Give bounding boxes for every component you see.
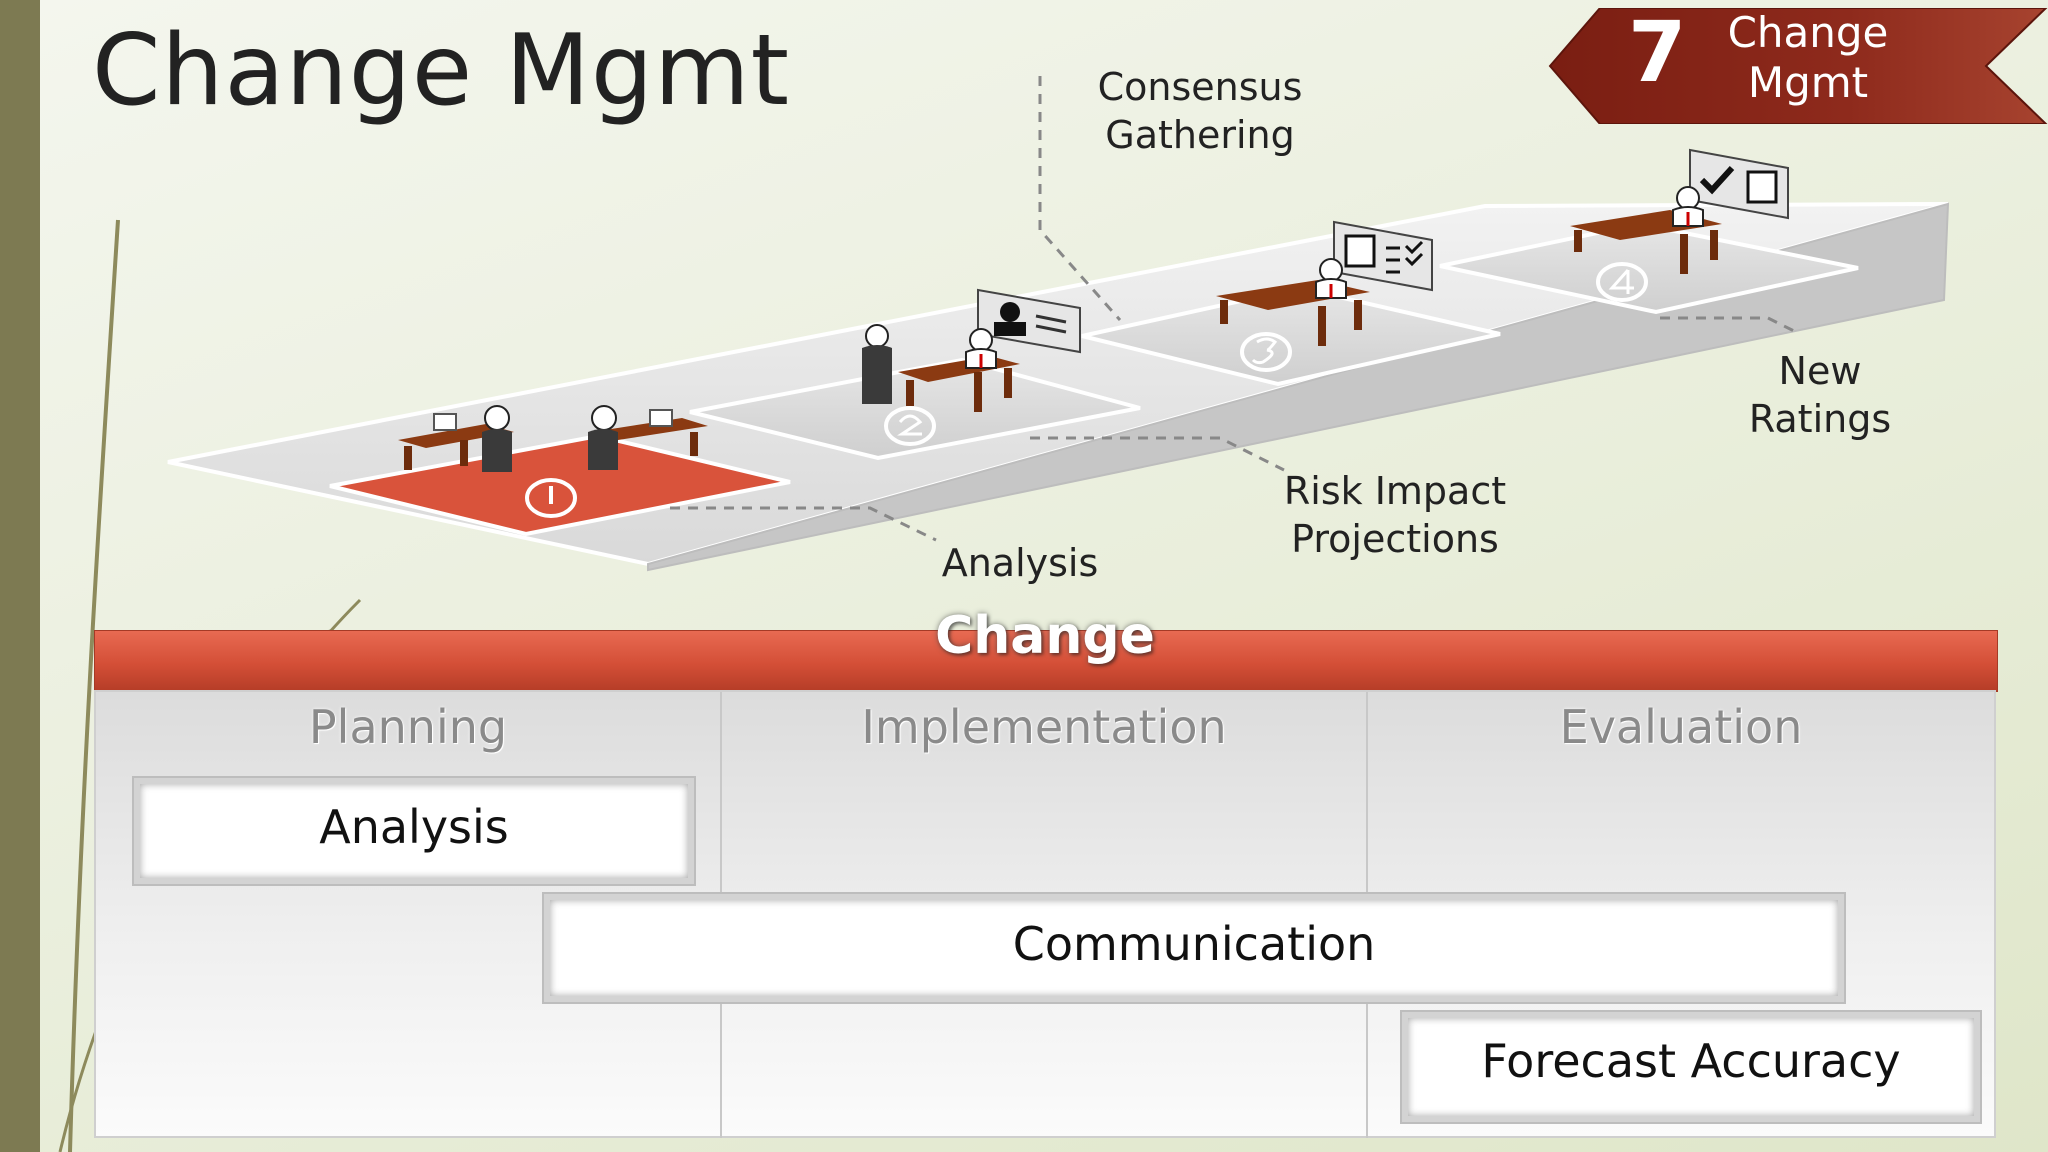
stage-4-meeting (1570, 148, 1789, 274)
column-header-planning: Planning (308, 700, 508, 754)
section-badge: 7 Change Mgmt (1548, 8, 2048, 124)
task-analysis: Analysis (132, 776, 696, 886)
callout-risk-impact: Risk Impact Projections (1283, 469, 1507, 561)
stage-4-marker (1596, 262, 1648, 302)
task-communication: Communication (542, 892, 1846, 1004)
callout-leader-lines (670, 76, 1801, 542)
stage-4-tile (1439, 221, 1859, 315)
stage-3-meeting (1216, 220, 1433, 346)
badge-label: Change Mgmt (1727, 8, 1889, 108)
left-accent-strip (0, 0, 40, 1152)
callout-consensus-gathering: Consensus Gathering (1097, 65, 1303, 157)
callout-new-ratings: New Ratings (1748, 349, 1892, 441)
callout-analysis: Analysis (941, 541, 1099, 585)
stage-2-marker (884, 406, 936, 446)
task-forecast-accuracy: Forecast Accuracy (1400, 1010, 1982, 1124)
page-title: Change Mgmt (92, 14, 791, 128)
badge-number: 7 (1628, 3, 1687, 101)
column-header-implementation: Implementation (861, 700, 1227, 754)
column-header-evaluation: Evaluation (1559, 700, 1803, 754)
stage-2-meeting (862, 288, 1081, 412)
stage-3-marker (1240, 332, 1292, 372)
stage-1-meeting (398, 405, 708, 472)
change-header-title: Change (935, 606, 1155, 666)
badge-arrow-shape (1548, 8, 2048, 124)
stage-1-marker (525, 478, 577, 518)
